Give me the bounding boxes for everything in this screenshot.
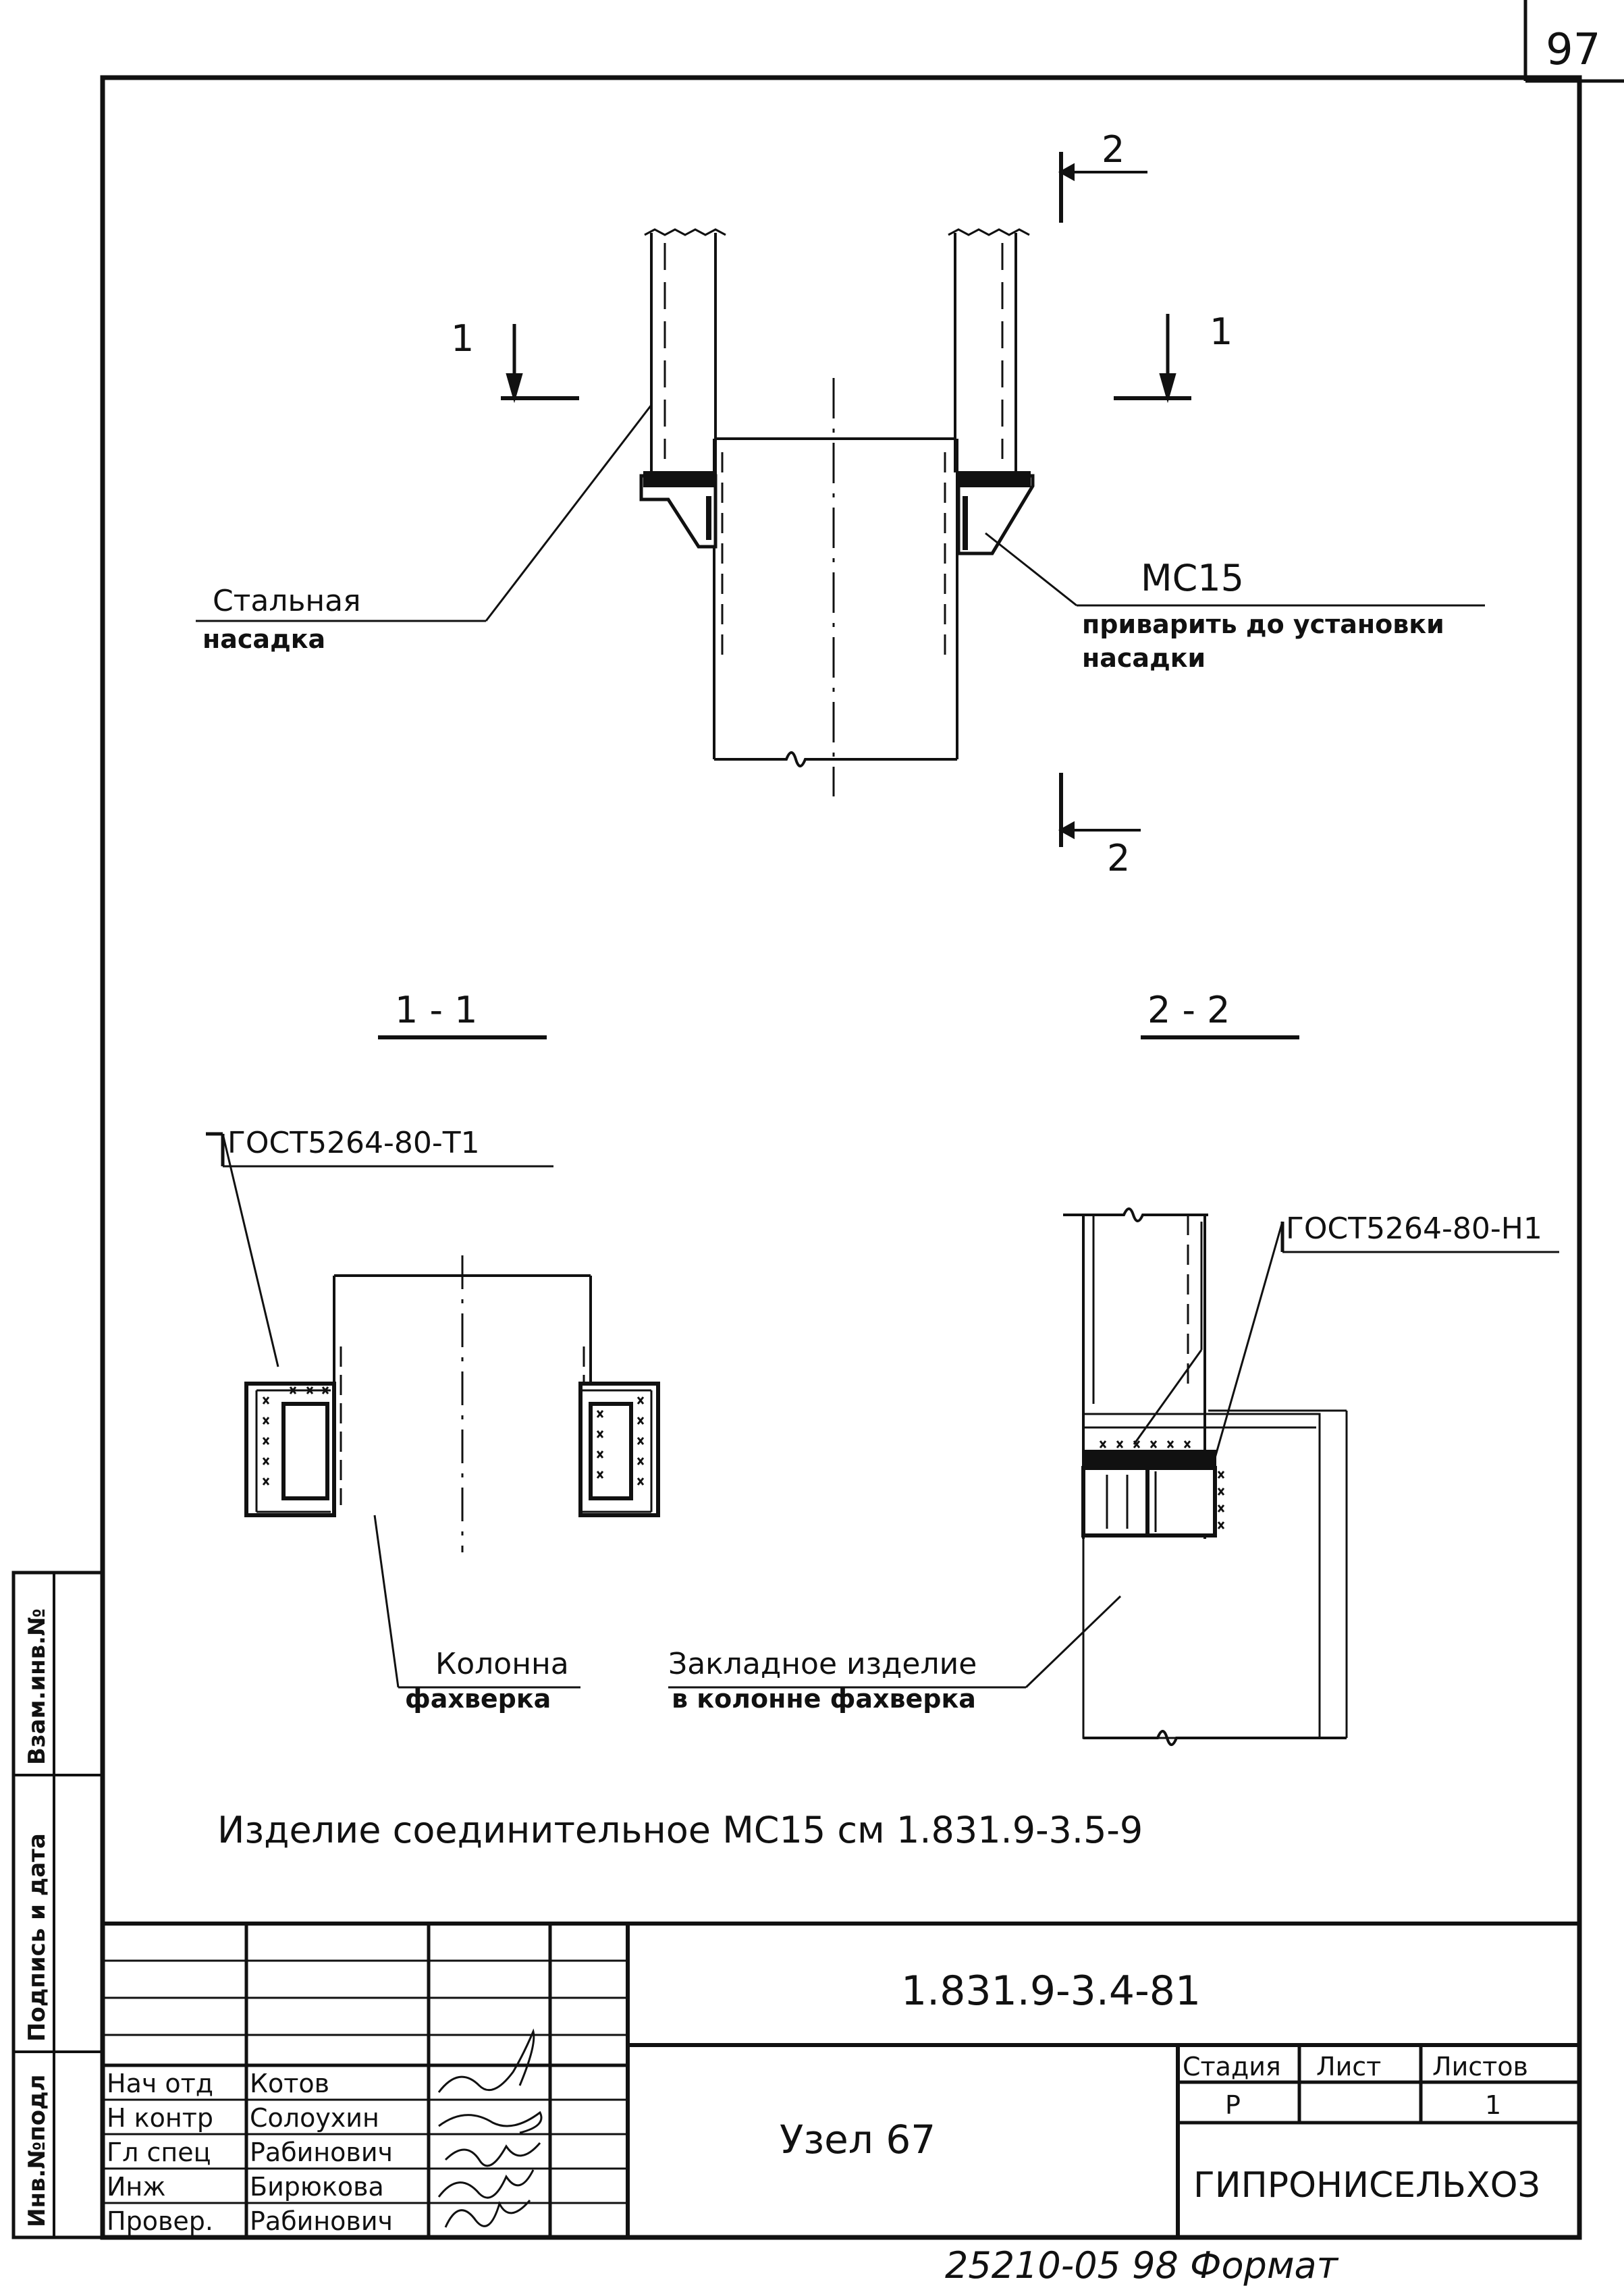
section-2-2-drawing bbox=[668, 1207, 1559, 1746]
sig-role-3: Гл спец bbox=[107, 2138, 211, 2167]
stage-value: Р bbox=[1225, 2090, 1241, 2120]
stamp-sign-date: Подпись и дата bbox=[24, 1833, 51, 2042]
sheets-value: 1 bbox=[1485, 2090, 1501, 2120]
section-mark-2-top: 2 bbox=[1102, 128, 1125, 171]
sig-role-5: Провер. bbox=[107, 2206, 213, 2236]
footer-note: 25210-05 98 Формат bbox=[945, 2244, 1339, 2286]
section-mark-2-bottom: 2 bbox=[1107, 837, 1130, 879]
gost-n1-label: ГОСТ5264-80-Н1 bbox=[1286, 1212, 1542, 1246]
section-2-2-title: 2 - 2 bbox=[1147, 989, 1230, 1031]
steel-cap-label: Стальная bbox=[213, 584, 361, 618]
sig-name-1: Котов bbox=[250, 2069, 329, 2098]
mc15-label: МС15 bbox=[1141, 557, 1244, 599]
column-label: Колонна bbox=[435, 1647, 569, 1681]
section-mark-1-right: 1 bbox=[1210, 310, 1233, 353]
sig-name-2: Солоухин bbox=[250, 2103, 379, 2133]
product-note: Изделие соединительное МС15 см 1.831.9-3… bbox=[217, 1809, 1143, 1851]
embedded-label-2: в колонне фахверка bbox=[672, 1684, 976, 1714]
side-stamp: Инв.№подл Подпись и дата Взам.инв.№ bbox=[11, 1571, 105, 2239]
page-number-box: 97 bbox=[1523, 0, 1624, 83]
handwritten-signatures bbox=[437, 2028, 543, 2228]
drawing-title: Узел 67 bbox=[780, 2117, 936, 2162]
steel-cap-label-2: насадка bbox=[202, 624, 325, 654]
sig-role-4: Инж bbox=[107, 2172, 166, 2202]
page-number: 97 bbox=[1546, 25, 1600, 75]
section-1-1-drawing bbox=[206, 1132, 660, 1689]
sig-name-5: Рабинович bbox=[250, 2206, 393, 2236]
elevation-view bbox=[196, 152, 1485, 847]
section-mark-1-left: 1 bbox=[451, 317, 474, 360]
stage-header: Стадия bbox=[1183, 2052, 1281, 2081]
drawing-frame bbox=[100, 75, 1582, 2240]
column-label-2: фахверка bbox=[405, 1684, 551, 1714]
title-block bbox=[103, 1922, 1579, 2237]
stamp-inv-podl: Инв.№подл bbox=[24, 2075, 51, 2228]
section-1-1-title: 1 - 1 bbox=[395, 989, 478, 1031]
sig-name-3: Рабинович bbox=[250, 2138, 393, 2167]
sig-name-4: Бирюкова bbox=[250, 2172, 384, 2202]
embedded-label: Закладное изделие bbox=[668, 1647, 977, 1681]
stamp-vzam-inv: Взам.инв.№ bbox=[24, 1608, 51, 1765]
sig-role-2: Н контр bbox=[107, 2103, 213, 2133]
mc15-note: приварить до установки bbox=[1082, 609, 1444, 639]
document-code: 1.831.9-3.4-81 bbox=[901, 1967, 1201, 2015]
organization: ГИПРОНИСЕЛЬХОЗ bbox=[1193, 2165, 1540, 2206]
mc15-note-2: насадки bbox=[1082, 643, 1206, 673]
sheet-header: Лист bbox=[1316, 2052, 1381, 2081]
sheets-header: Листов bbox=[1432, 2052, 1528, 2081]
gost-t1-label: ГОСТ5264-80-Т1 bbox=[227, 1126, 480, 1160]
sig-role-1: Нач отд bbox=[107, 2069, 213, 2098]
